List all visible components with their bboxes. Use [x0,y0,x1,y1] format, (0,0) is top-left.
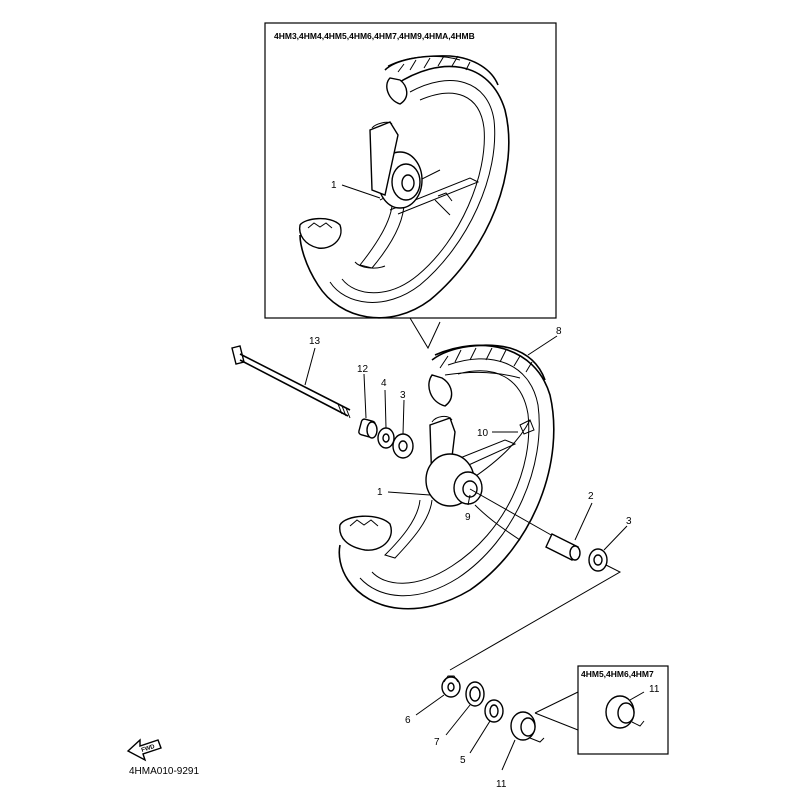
meter-gear-11 [510,711,545,743]
inset-small-caption: 4HM5,4HM6,4HM7 [581,669,654,679]
oil-seal-4 [377,427,395,449]
callout-8: 8 [556,326,562,337]
callout-1-main: 1 [377,487,383,498]
callout-5: 5 [460,755,466,766]
callout-10: 10 [477,428,489,439]
inset-top-caption: 4HM3,4HM4,4HM5,4HM6,4HM7,4HM9,4HMA,4HMB [274,31,475,41]
inset-small: 4HM5,4HM6,4HM7 11 [577,665,669,755]
callout-1-top: 1 [331,180,337,191]
inset-top: 4HM3,4HM4,4HM5,4HM6,4HM7,4HM9,4HMA,4HMB [264,22,557,319]
axle [231,345,351,419]
drawing-code: 4HMA010-9291 [129,766,199,777]
callout-9: 9 [465,512,471,523]
forward-arrow: FWD [126,738,162,762]
leader-9 [467,494,471,506]
leader-1-main [387,491,431,496]
callout-7: 7 [434,737,440,748]
callout-2: 2 [588,491,594,502]
inset-wheel [298,55,510,319]
callout-4: 4 [381,378,387,389]
leader-8 [527,335,558,356]
main-wheel [338,344,555,610]
gear-unit-6 [441,675,461,698]
bearing-3-upper [392,433,414,459]
forward-arrow-label: FWD [141,744,156,754]
bearing-3-lower [588,548,608,572]
inset-pointer [409,317,441,350]
callout-3-lower: 3 [626,516,632,527]
spacer-2 [545,533,581,561]
callout-11-inset: 11 [649,684,660,695]
callout-13: 13 [309,336,321,347]
callout-11-main: 11 [496,779,507,790]
callout-3-upper: 3 [400,390,406,401]
oil-seal-5 [484,699,504,723]
washer-7 [465,681,485,707]
callout-6: 6 [405,715,411,726]
leader-1-top [341,184,381,199]
callout-12: 12 [357,364,369,375]
collar-12 [358,418,378,439]
leader-13 [304,347,316,386]
